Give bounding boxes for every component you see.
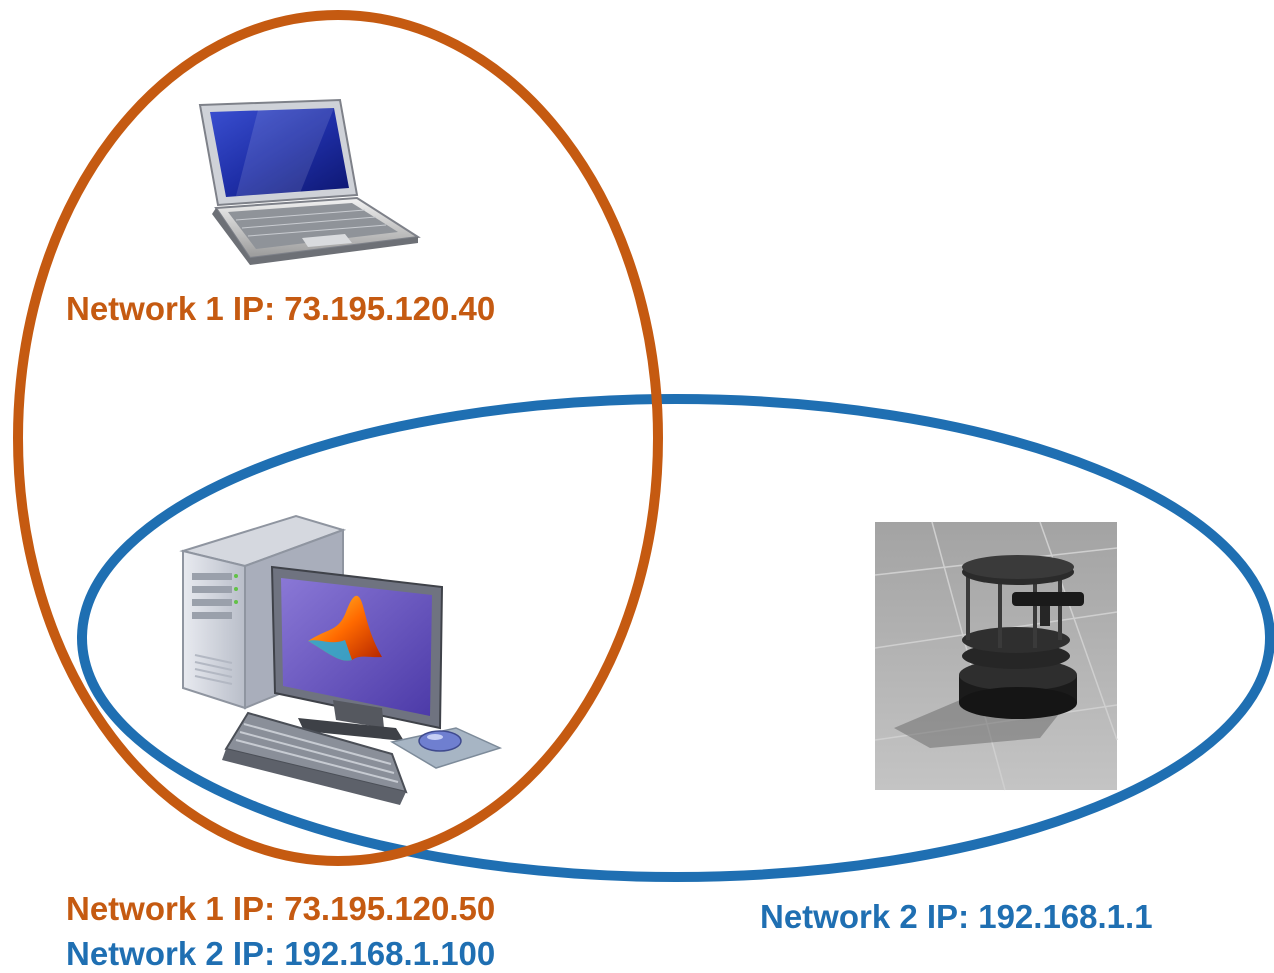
robot-network-2-ip-label: Network 2 IP: 192.168.1.1 <box>760 898 1153 935</box>
network-2-boundary <box>77 394 1274 882</box>
laptop-icon <box>198 98 421 265</box>
desktop-network-1-ip-label: Network 1 IP: 73.195.120.50 <box>66 890 496 927</box>
network-1-boundary <box>13 10 663 866</box>
turtlebot-robot-icon <box>874 521 1118 791</box>
desktop-matlab-icon <box>179 514 503 805</box>
desktop-network-2-ip-label: Network 2 IP: 192.168.1.100 <box>66 935 496 972</box>
laptop-network-1-ip-label: Network 1 IP: 73.195.120.40 <box>66 290 496 327</box>
